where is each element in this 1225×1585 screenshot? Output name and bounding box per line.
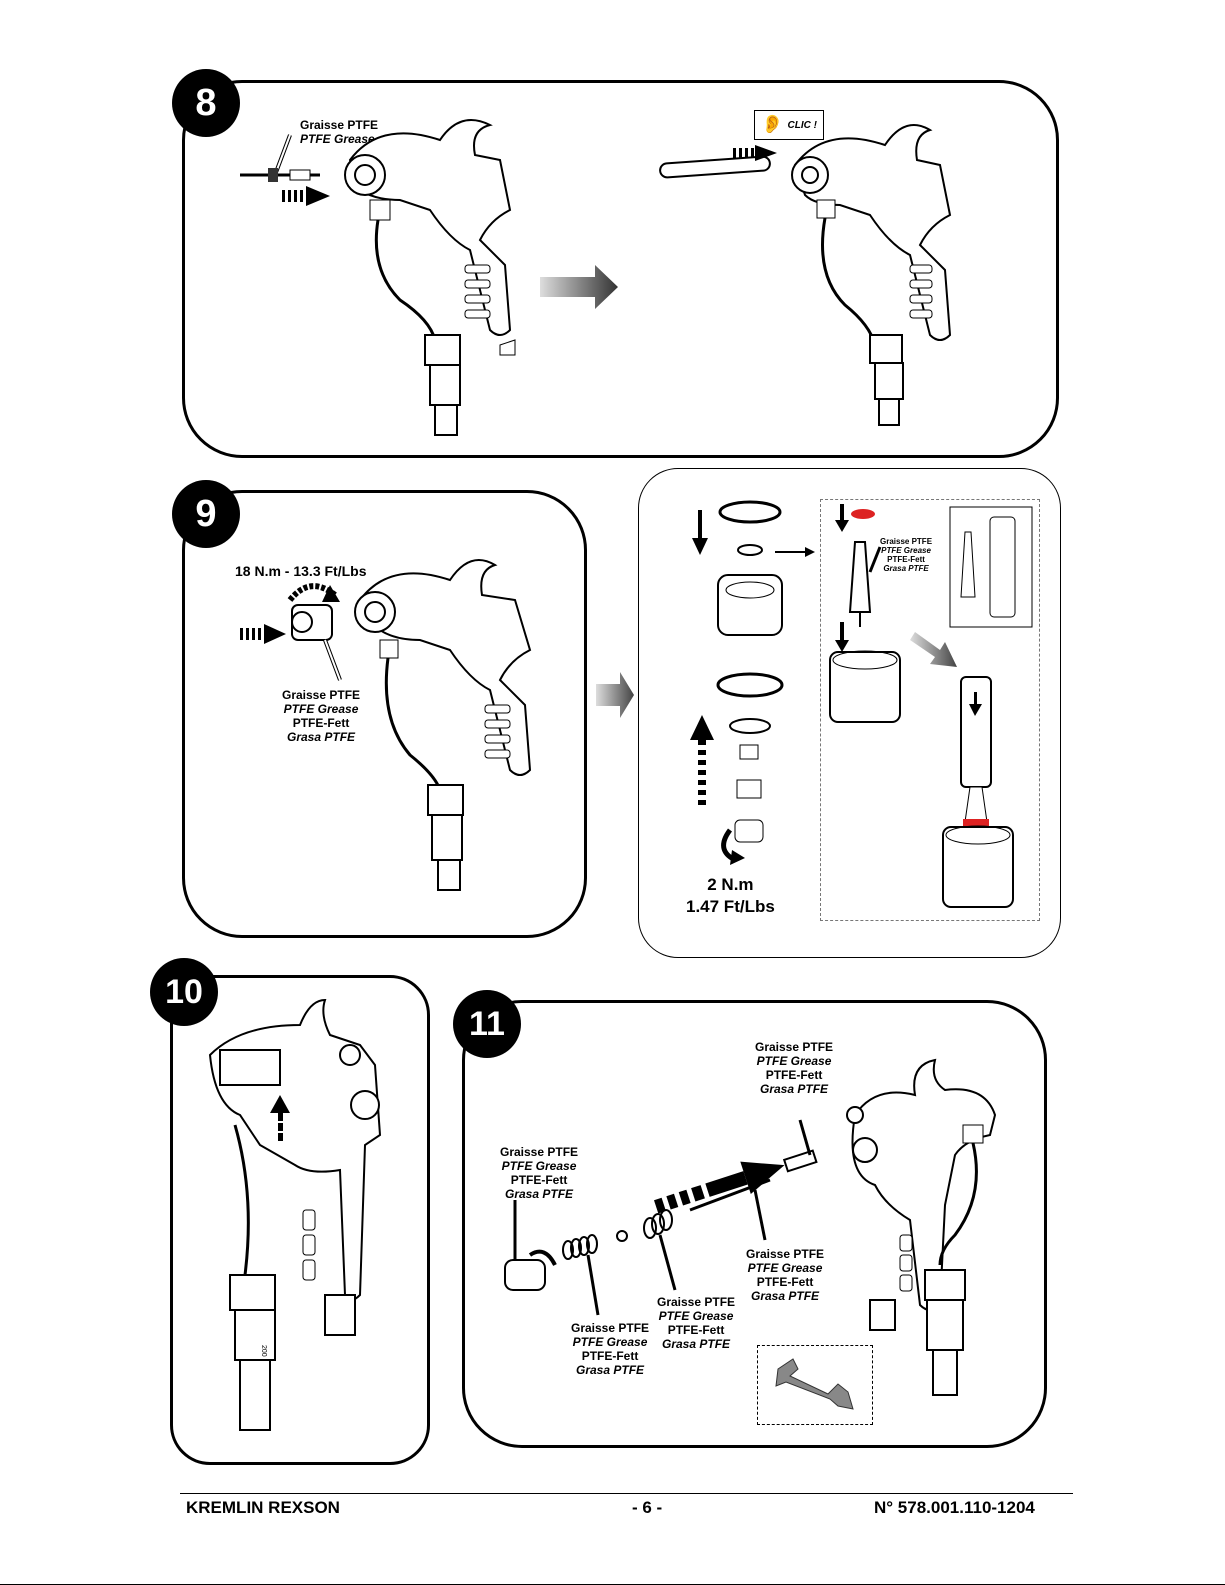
grease-label-fr: Graisse PTFE [300,118,379,132]
grease-label-es: Grasa PTFE [287,730,356,744]
grease-label-de: PTFE-Fett [756,1275,814,1289]
grease-label-en: PTFE Grease [658,1309,734,1323]
clic-callout: 👂 CLIC ! [754,110,824,140]
step-9-grease-label: Graisse PTFE PTFE Grease PTFE-Fett Grasa… [282,688,360,744]
grease-label-fr: Graisse PTFE [500,1145,579,1159]
grease-label-fr: Graisse PTFE [755,1040,834,1054]
step-9-transition-arrow [596,672,634,718]
step-9-detail-grease-label: Graisse PTFE PTFE Grease PTFE-Fett Grasa… [880,537,932,573]
torque-ftlbs: 1.47 Ft/Lbs [686,897,775,916]
footer-company: KREMLIN REXSON [186,1498,340,1517]
grease-label-fr: Graisse PTFE [880,537,933,546]
grease-label-en: PTFE Grease [747,1261,823,1275]
step-11-gun-drawing [846,1058,997,1396]
step-11-badge: 11 [453,990,521,1058]
grease-label-es: Grasa PTFE [751,1289,820,1303]
step-9-drawing [240,559,532,891]
step-8-right-drawing [659,124,952,426]
grease-label-de: PTFE-Fett [510,1173,568,1187]
grease-label-de: PTFE-Fett [887,555,925,564]
grease-label-de: PTFE-Fett [765,1068,823,1082]
grease-label-en: PTFE Grease [283,702,359,716]
grease-label-en: PTFE Grease [756,1054,832,1068]
step-10-drawing: 200 bar [208,998,382,1431]
gauge-label: 200 bar [260,1345,267,1369]
step-8-transition-arrow [540,265,618,309]
step-9-dashed-box [820,499,1040,921]
grease-label-en: PTFE Grease [501,1159,577,1173]
grease-label-en: PTFE Grease [300,132,375,146]
grease-label-es: Grasa PTFE [576,1363,645,1377]
footer-divider [180,1493,1073,1494]
grease-label-en: PTFE Grease [881,546,931,555]
footer-doc-number: N° 578.001.110-1204 [874,1498,1035,1517]
step-9-torque-label: 18 N.m - 13.3 Ft/Lbs [235,563,367,579]
grease-label-es: Grasa PTFE [760,1082,829,1096]
wrench-icon [775,1358,854,1410]
grease-label-de: PTFE-Fett [292,716,350,730]
step-10-badge: 10 [150,958,218,1026]
step-8-badge: 8 [172,69,240,137]
step-9-badge: 9 [172,480,240,548]
grease-label-de: PTFE-Fett [667,1323,725,1337]
step-11-grease-label-left: Graisse PTFE PTFE Grease PTFE-Fett Grasa… [500,1145,578,1201]
grease-label-es: Grasa PTFE [505,1187,574,1201]
step-9-small-torque: 2 N.m 1.47 Ft/Lbs [686,874,775,918]
step-9-cone-assembly [829,504,1033,908]
grease-label-fr: Graisse PTFE [282,688,361,702]
grease-label-fr: Graisse PTFE [657,1295,736,1309]
step-11-grease-label-mid: Graisse PTFE PTFE Grease PTFE-Fett Grasa… [657,1295,735,1351]
step-11-exploded-parts [504,1119,818,1316]
grease-label-es: Grasa PTFE [883,564,929,573]
ear-icon: 👂 [761,114,784,134]
step-9-exploded-parts [690,500,815,865]
step-8-grease-label: Graisse PTFE PTFE Grease [300,118,378,146]
torque-nm: 2 N.m [707,875,754,894]
grease-label-de: PTFE-Fett [581,1349,639,1363]
step-8-left-drawing [240,119,516,436]
grease-label-fr: Graisse PTFE [746,1247,825,1261]
grease-label-en: PTFE Grease [572,1335,648,1349]
step-11-grease-label-rod: Graisse PTFE PTFE Grease PTFE-Fett Grasa… [746,1247,824,1303]
grease-label-es: Grasa PTFE [662,1337,731,1351]
grease-label-fr: Graisse PTFE [571,1321,650,1335]
step-11-grease-label-spring: Graisse PTFE PTFE Grease PTFE-Fett Grasa… [571,1321,649,1377]
wrench-tool-box [757,1345,873,1425]
footer-page-number: - 6 - [632,1498,663,1517]
clic-text: CLIC ! [787,119,817,131]
step-11-grease-label-top: Graisse PTFE PTFE Grease PTFE-Fett Grasa… [755,1040,833,1096]
